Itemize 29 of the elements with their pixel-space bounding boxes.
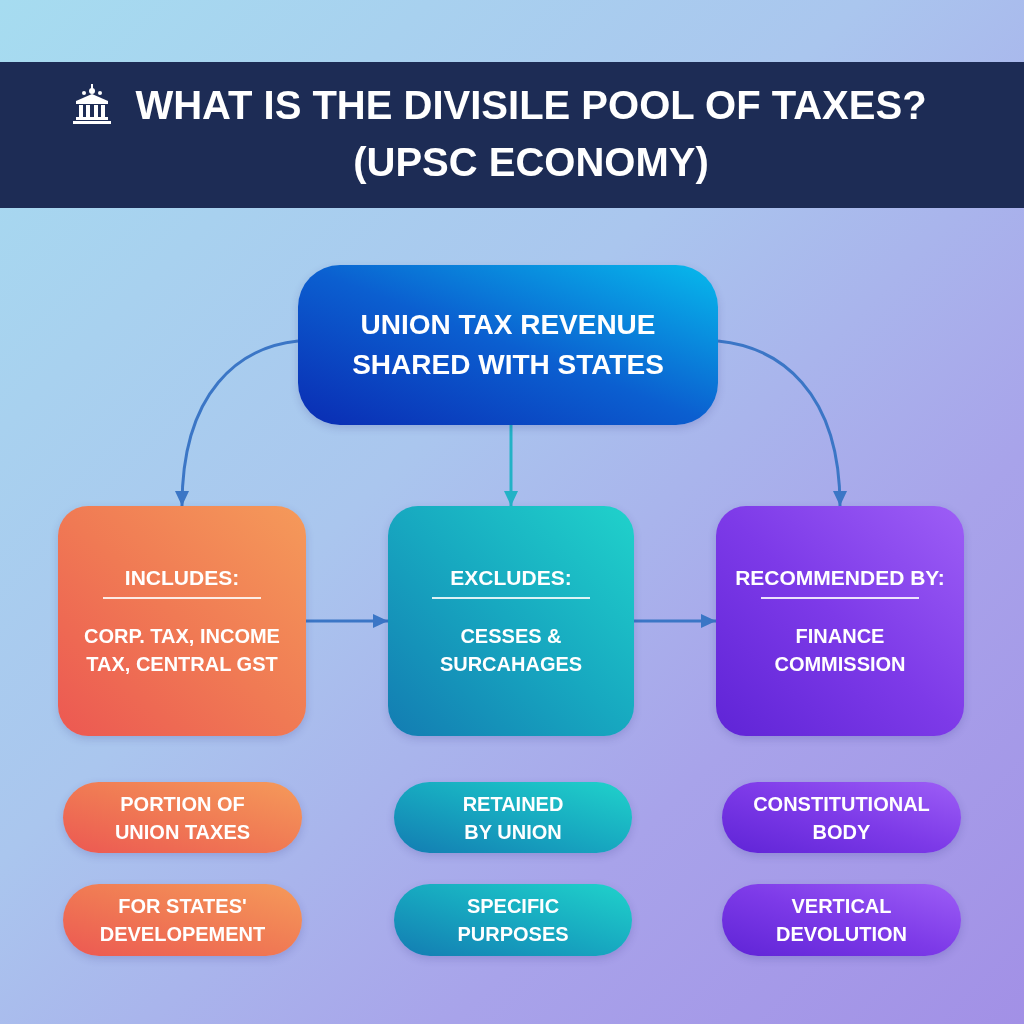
category-card bbox=[388, 506, 634, 736]
note-pill bbox=[722, 782, 961, 853]
note-text: VERTICAL DEVOLUTION bbox=[774, 894, 909, 947]
card-body-text: FINANCE COMMISSION bbox=[773, 623, 907, 677]
topic-box bbox=[298, 265, 718, 425]
arrow bbox=[717, 339, 847, 507]
note-text: SPECIFIC PURPOSES bbox=[456, 894, 570, 947]
note-pill bbox=[394, 884, 632, 956]
arrow bbox=[306, 614, 388, 628]
card-heading: INCLUDES: bbox=[124, 564, 240, 591]
note-pill bbox=[63, 884, 302, 956]
note-pill bbox=[63, 782, 302, 853]
topic-title: UNION TAX REVENUE SHARED WITH STATES bbox=[351, 308, 665, 382]
card-body-text: CESSES & SURCAHAGES bbox=[438, 623, 584, 677]
card-heading: EXCLUDES: bbox=[450, 564, 572, 591]
arrow bbox=[175, 339, 299, 507]
note-pill bbox=[394, 782, 632, 853]
page-title: WHAT IS THE DIVISILE POOL OF TAXES? (UPSC ECONOMY) bbox=[134, 82, 928, 186]
note-text: RETAINED BY UNION bbox=[461, 791, 565, 845]
note-text: CONSTITUTIONAL BODY bbox=[752, 791, 931, 845]
note-text: FOR STATES' DEVELOPEMENT bbox=[98, 894, 267, 947]
arrow bbox=[634, 614, 716, 628]
category-card bbox=[716, 506, 964, 736]
arrow bbox=[504, 425, 518, 506]
card-body-text: CORP. TAX, INCOME TAX, CENTRAL GST bbox=[83, 623, 281, 677]
card-heading: RECOMMENDED BY: bbox=[735, 564, 945, 591]
category-card bbox=[58, 506, 306, 736]
note-text: PORTION OF UNION TAXES bbox=[113, 791, 252, 845]
note-pill bbox=[722, 884, 961, 956]
